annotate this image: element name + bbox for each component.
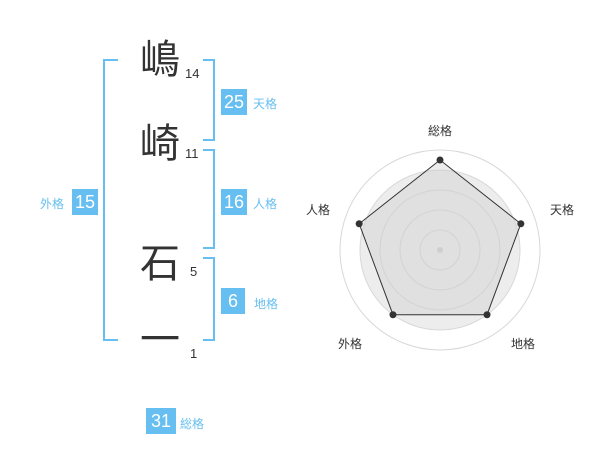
radar-point	[436, 156, 444, 164]
radar-point	[355, 220, 363, 228]
radar-center-dot	[437, 247, 443, 253]
radar-polygon	[358, 159, 522, 316]
radar-grid-circle	[379, 189, 501, 311]
tenkaku-bracket	[203, 59, 215, 141]
gaikaku-bracket	[103, 59, 118, 341]
stroke-count-3: 5	[190, 264, 198, 279]
radar-label-soukaku: 総格	[428, 124, 453, 138]
radar-point	[483, 311, 491, 319]
radar-point	[517, 220, 525, 228]
stroke-count-2: 11	[185, 146, 199, 161]
soukaku-label: 総格	[180, 417, 205, 431]
name-char-4: 一	[140, 317, 180, 363]
name-char-2: 崎	[140, 121, 180, 167]
chikaku-label: 地格	[254, 297, 279, 311]
jinkaku-label: 人格	[253, 197, 278, 211]
stroke-count-1: 14	[185, 66, 200, 81]
name-char-3: 石	[140, 241, 180, 287]
tenkaku-value: 25	[221, 89, 247, 115]
jinkaku-value: 16	[221, 189, 247, 215]
radar-grid-circle	[419, 229, 461, 271]
radar-grid-circle	[339, 149, 541, 351]
radar-label-jinkaku: 人格	[306, 203, 331, 217]
soukaku-value: 31	[146, 408, 176, 434]
radar-label-gaikaku: 外格	[338, 337, 363, 351]
name-char-1: 嶋	[140, 37, 180, 83]
tenkaku-label: 天格	[253, 97, 278, 111]
radar-label-tenkaku: 天格	[550, 203, 575, 217]
radar-label-chikaku: 地格	[511, 337, 536, 351]
chikaku-bracket	[203, 257, 215, 341]
radar-point	[389, 311, 397, 319]
jinkaku-bracket	[203, 149, 215, 249]
chikaku-value: 6	[221, 288, 245, 314]
gaikaku-value: 15	[72, 189, 98, 215]
stroke-count-4: 1	[190, 346, 198, 361]
radar-grid-circle	[399, 209, 481, 291]
gaikaku-label: 外格	[40, 197, 65, 211]
